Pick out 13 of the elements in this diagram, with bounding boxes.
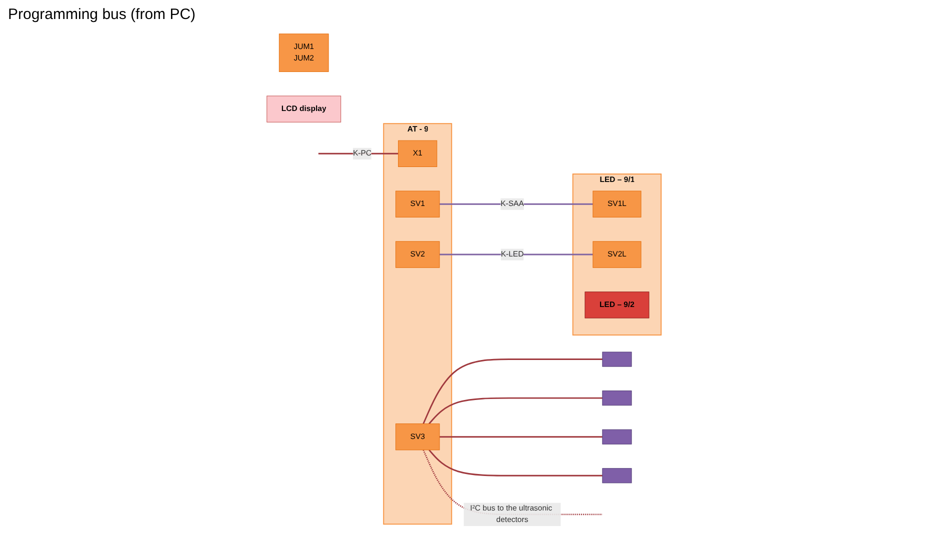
connector	[439, 203, 593, 205]
connector	[422, 450, 602, 516]
node-box	[602, 352, 632, 367]
connector	[318, 152, 398, 154]
connector	[439, 436, 602, 438]
connector	[439, 254, 593, 256]
connector	[428, 397, 602, 424]
connector	[422, 358, 602, 424]
bus-label: Programming bus (from PC)	[8, 6, 196, 23]
node-box	[602, 468, 632, 484]
node-box	[602, 429, 632, 444]
connector	[428, 450, 602, 476]
node-box	[602, 390, 632, 406]
